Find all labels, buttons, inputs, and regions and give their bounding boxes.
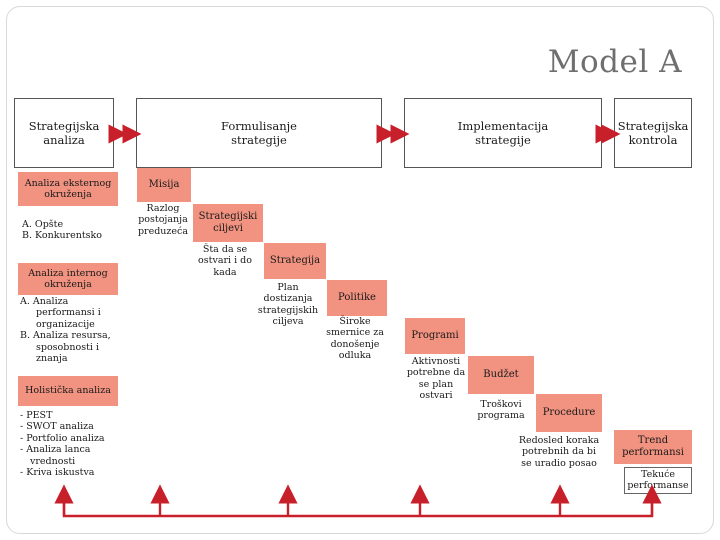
box-strategija: Strategija — [264, 243, 326, 279]
holisticka-item-swot: - SWOT analiza — [20, 421, 94, 433]
budzet-desc: Troškovi programa — [477, 399, 525, 422]
box-programi: Programi — [405, 318, 465, 354]
programi-label: Programi — [411, 330, 459, 341]
box-trend-performansi: Trend performansi — [614, 430, 692, 464]
strategija-desc: Plan dostizanja strategijskih ciljeva — [257, 282, 319, 328]
box-holisticka-analiza: Holistička analiza — [18, 376, 118, 406]
header-implementacija-label: Implementacija strategije — [457, 118, 549, 147]
box-strategijski-ciljevi: Strategijski ciljevi — [193, 204, 263, 242]
feedback-loop-line — [62, 500, 654, 518]
header-kontrola-label: Strategijska kontrola — [617, 118, 689, 147]
holisticka-analiza-label: Holistička analiza — [25, 385, 111, 397]
politike-desc: Široke smernice za donošenje odluka — [326, 316, 384, 362]
ciljevi-desc: Šta da se ostvari i do kada — [198, 244, 252, 278]
budzet-label: Budžet — [483, 369, 519, 380]
politike-label: Politike — [338, 292, 376, 303]
programi-desc: Aktivnosti potrebne da se plan ostvari — [406, 356, 466, 402]
header-implementacija: Implementacija strategije — [404, 98, 602, 168]
procedure-label: Procedure — [542, 407, 596, 418]
misija-label: Misija — [148, 179, 180, 190]
header-formulisanje: Formulisanje strategije — [136, 98, 382, 168]
holisticka-item-kriva: - Kriva iskustva — [20, 466, 95, 478]
analiza-eksternog-label: Analiza eksternog okruženja — [24, 177, 112, 200]
holisticka-item-portfolio: - Portfolio analiza — [20, 432, 105, 444]
holisticka-item-pest: - PEST — [20, 410, 53, 421]
interno-item-resursi: B. Analiza resursa, sposobnosti i znanja — [20, 330, 111, 364]
procedure-desc: Redosled koraka potrebnih da bi se uradi… — [518, 435, 600, 469]
eksterno-item-konkurentsko: B. Konkurentsko — [22, 230, 103, 242]
header-formulisanje-label: Formulisanje strategije — [221, 118, 297, 147]
strategijski-ciljevi-label: Strategijski ciljevi — [198, 211, 258, 234]
holisticka-list: - PEST - SWOT analiza - Portfolio analiz… — [20, 410, 118, 478]
box-analiza-eksternog: Analiza eksternog okruženja — [18, 172, 118, 206]
interno-list: A. Analiza performansi i organizacije B.… — [20, 296, 112, 364]
analiza-internog-label: Analiza internog okruženja — [28, 267, 108, 290]
header-strategijska-analiza: Strategijska analiza — [14, 98, 114, 168]
interno-item-performanse: A. Analiza performansi i organizacije — [20, 296, 101, 330]
slide-frame — [6, 6, 714, 534]
holisticka-item-lanac: - Analiza lanca vrednosti — [20, 444, 91, 467]
box-analiza-internog: Analiza internog okruženja — [18, 263, 118, 295]
strategija-label: Strategija — [269, 255, 321, 266]
box-politike: Politike — [327, 280, 387, 316]
slide-title: Model A — [547, 44, 682, 80]
box-budzet: Budžet — [468, 356, 534, 394]
box-procedure: Procedure — [536, 394, 602, 432]
header-analiza-label: Strategijska analiza — [28, 118, 100, 147]
eksterno-item-opste: A. Opšte — [22, 219, 64, 230]
trend-performansi-label: Trend performansi — [622, 435, 684, 458]
misija-desc: Razlog postojanja preduzeća — [137, 203, 189, 237]
header-kontrola: Strategijska kontrola — [614, 98, 692, 168]
box-misija: Misija — [137, 168, 191, 202]
eksterno-list: A. Opšte B. Konkurentsko — [22, 219, 118, 242]
